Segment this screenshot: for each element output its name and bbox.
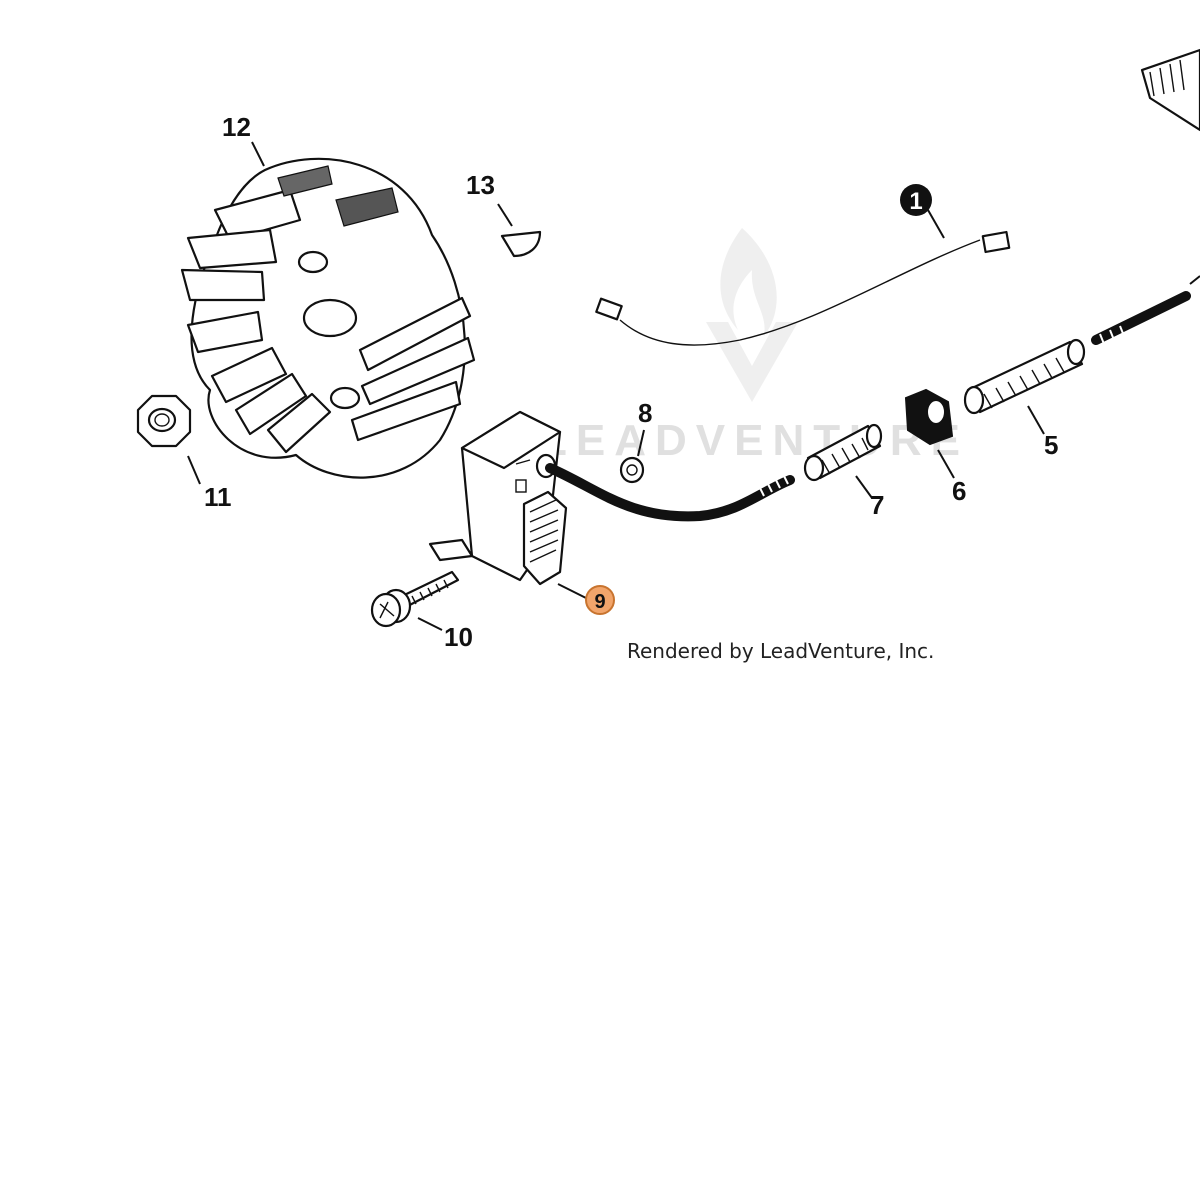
flywheel-part[interactable] [180, 157, 476, 479]
woodruff-key-part[interactable] [500, 230, 542, 258]
callout-11: 11 [204, 482, 232, 512]
svg-text:9: 9 [594, 591, 605, 613]
callout-10: 10 [444, 622, 473, 652]
stop-wire-part[interactable] [595, 230, 1011, 346]
callout-5: 5 [1044, 430, 1058, 460]
wire-grommet-part[interactable] [904, 388, 954, 446]
long-sleeve-part[interactable] [963, 338, 1086, 415]
callout-12: 12 [222, 112, 251, 142]
ignition-wire-end [1091, 291, 1191, 345]
render-credit: Rendered by LeadVenture, Inc. [627, 639, 934, 663]
ignition-wire [545, 463, 795, 522]
ignition-coil-part[interactable] [428, 410, 568, 586]
flywheel-nut-part[interactable] [136, 394, 192, 448]
callout-13: 13 [466, 170, 495, 200]
callout-1: 1 [900, 184, 932, 216]
callout-8: 8 [638, 398, 652, 428]
callout-9-highlighted[interactable]: 9 [585, 585, 615, 615]
callout-6: 6 [952, 476, 966, 506]
svg-text:1: 1 [909, 188, 922, 215]
callout-7: 7 [870, 490, 884, 520]
spark-plug-part[interactable] [1140, 48, 1200, 132]
short-sleeve-part[interactable] [803, 423, 883, 482]
washer-part[interactable] [619, 456, 645, 484]
watermark-text: LEADVENTURE [540, 416, 969, 465]
leader-lines [187, 141, 1045, 631]
watermark-logo [706, 228, 798, 402]
ignition-screw-part[interactable] [370, 570, 460, 628]
